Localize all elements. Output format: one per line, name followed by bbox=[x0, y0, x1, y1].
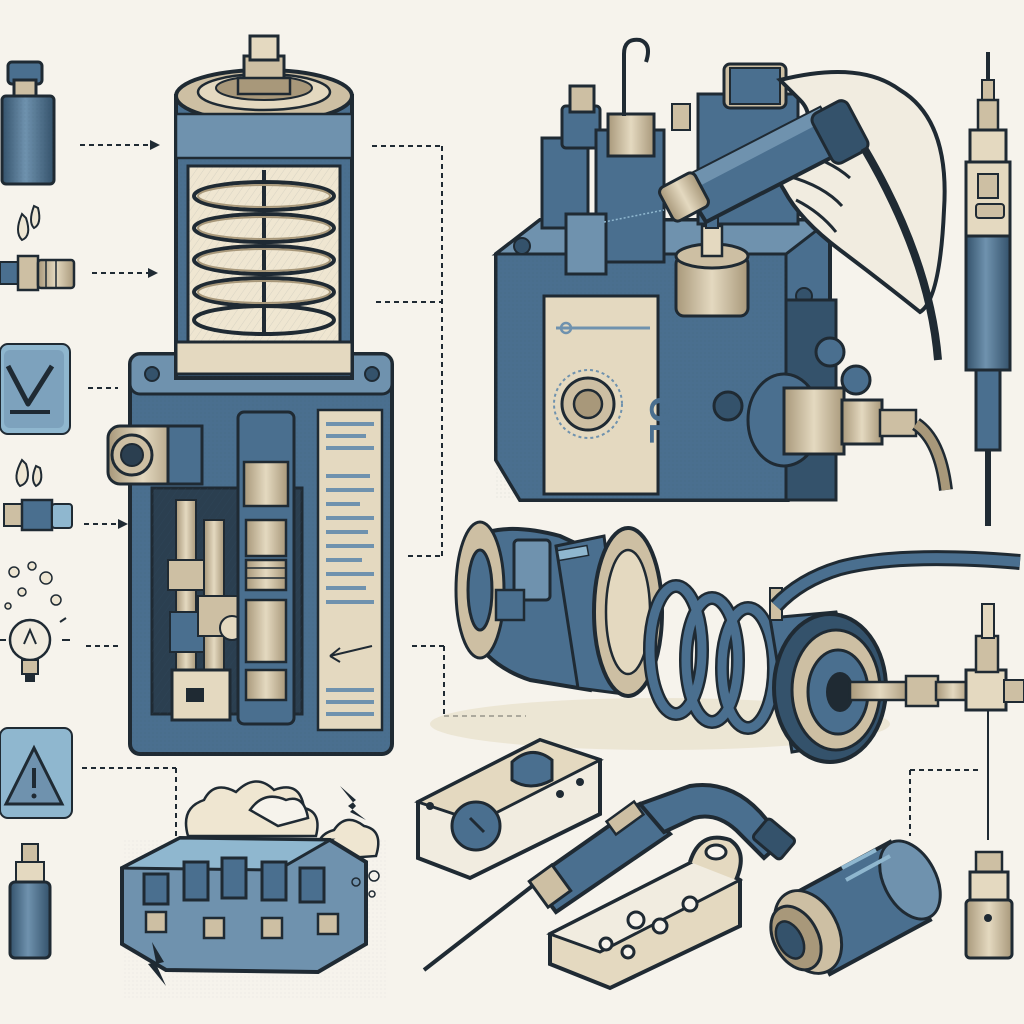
probe bbox=[964, 52, 1012, 526]
vial-icon bbox=[8, 843, 52, 960]
arrow-head-icon bbox=[150, 140, 160, 150]
mounting-plate bbox=[546, 835, 744, 991]
arrow-head-icon bbox=[118, 519, 128, 529]
coupling-cylinder bbox=[769, 839, 942, 977]
droplet-icon bbox=[17, 204, 41, 242]
fitting-icon bbox=[3, 498, 73, 532]
warning-sign-icon bbox=[0, 727, 73, 819]
small-sensor bbox=[964, 850, 1014, 960]
label-lines bbox=[326, 422, 374, 716]
valve-cap-icon bbox=[0, 60, 56, 186]
damaged-terminal-block bbox=[120, 780, 388, 998]
torch-tool bbox=[422, 783, 797, 972]
bubbles-icon bbox=[4, 561, 62, 610]
outlet-fitting bbox=[746, 372, 953, 491]
fitting-icon bbox=[0, 254, 76, 292]
smoke-cloud bbox=[184, 780, 380, 862]
control-switch bbox=[414, 737, 604, 881]
valve-block: OL bbox=[491, 37, 953, 502]
light-bulb-icon bbox=[0, 617, 70, 682]
spring-cylinder bbox=[430, 520, 1024, 764]
valve-block-label: OL bbox=[642, 396, 680, 443]
compression-spring bbox=[192, 180, 336, 336]
handheld-tool bbox=[658, 99, 942, 361]
spark-icon bbox=[148, 942, 166, 986]
check-mark-sign-icon bbox=[0, 343, 71, 435]
spark-icon bbox=[340, 786, 366, 820]
valve-cutaway bbox=[106, 34, 394, 756]
droplet-icon bbox=[15, 458, 43, 488]
arrow-head-icon bbox=[148, 268, 158, 278]
